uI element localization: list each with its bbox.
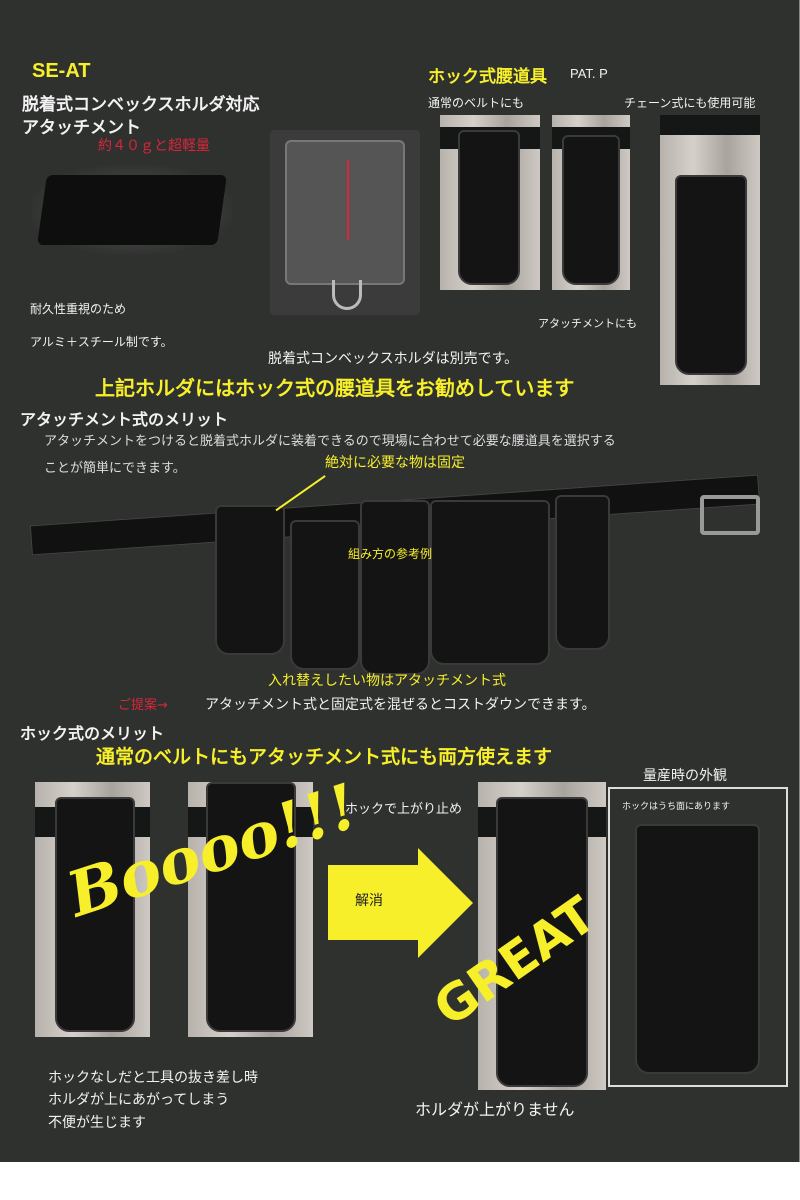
pouch-2 (290, 520, 360, 670)
holder-sold-separately: 脱着式コンベックスホルダは別売です。 (268, 351, 519, 367)
pouch (206, 782, 296, 1032)
pouch-3 (360, 500, 430, 675)
pouch-4 (430, 500, 550, 665)
solution-text: ホルダが上がりません (415, 1100, 575, 1119)
hook-merit-headline: 通常のベルトにもアタッチメント式にも両方使えます (96, 746, 553, 768)
pouch (562, 135, 620, 285)
photo-normal-belt (440, 115, 540, 290)
arrow-label: 解消 (355, 893, 383, 909)
pouch (675, 175, 747, 375)
model-name: SE-AT (32, 60, 91, 82)
attachment-shape (37, 175, 227, 245)
arrow-head (418, 848, 473, 958)
problem-line-1: ホックなしだと工具の抜き差し時 (48, 1070, 258, 1086)
problem-line-3: 不便が生じます (48, 1115, 146, 1131)
caption-normal-belt: 通常のベルトにも (428, 96, 525, 110)
photo-with-hook (478, 782, 606, 1090)
pouch (635, 824, 760, 1074)
photo-no-hook-2 (188, 782, 313, 1037)
label-fixed: 絶対に必要な物は固定 (325, 455, 465, 471)
photo-attachment (552, 115, 630, 290)
pouch-5 (555, 495, 610, 650)
arrow-right-icon (328, 865, 418, 940)
belt (660, 115, 760, 135)
pouch (496, 797, 588, 1087)
flyer-board: SE-AT 脱着式コンベックスホルダ対応 アタッチメント 約４０ｇと超軽量 耐久… (0, 0, 800, 1162)
material-note-1: 耐久性重視のため (30, 302, 127, 316)
label-example: 組み方の参考例 (348, 547, 433, 561)
mass-production-label: 量産時の外観 (643, 768, 727, 784)
caption-chain: チェーン式にも使用可能 (624, 96, 756, 110)
pouch (55, 797, 135, 1032)
belt-buckle (700, 495, 760, 535)
hook-inside-note: ホックはうち面にあります (622, 802, 731, 812)
attachment-photo (32, 165, 232, 255)
pouch (458, 130, 520, 285)
attachment-merit-body-2: ことが簡単にできます。 (44, 461, 186, 476)
holder-body (285, 140, 405, 285)
pouch-1 (215, 505, 285, 655)
hook-ring (332, 280, 362, 310)
mass-production-frame: ホックはうち面にあります (608, 787, 788, 1087)
attachment-merit-title: アタッチメント式のメリット (20, 410, 229, 429)
proposal-prefix: ご提案→ (118, 698, 168, 713)
attachment-merit-body-1: アタッチメントをつけると脱着式ホルダに装着できるので現場に合わせて必要な腰道具を… (44, 434, 616, 449)
material-note-2: アルミ＋スチール制です。 (30, 335, 173, 349)
hook-stop-label: ホックで上がり止め (345, 802, 463, 817)
problem-line-2: ホルダが上にあがってしまう (48, 1092, 230, 1108)
photo-no-hook-1 (35, 782, 150, 1037)
convex-holder-photo (270, 130, 420, 315)
proposal-text: アタッチメント式と固定式を混ぜるとコストダウンできます。 (205, 697, 596, 713)
label-swap: 入れ替えしたい物はアタッチメント式 (268, 673, 506, 689)
pat-pending: PAT. P (570, 66, 608, 81)
weight-note: 約４０ｇと超軽量 (98, 138, 210, 154)
title-line-2: アタッチメント (22, 118, 141, 138)
recommend-headline: 上記ホルダにはホック式の腰道具をお勧めしています (95, 376, 575, 400)
hook-tools-title: ホック式腰道具 (428, 67, 547, 87)
caption-attachment: アタッチメントにも (538, 317, 637, 330)
photo-chain (660, 115, 760, 385)
arrow-down-icon (347, 160, 349, 240)
title-line-1: 脱着式コンベックスホルダ対応 (22, 95, 260, 115)
hook-merit-title: ホック式のメリット (20, 724, 165, 743)
